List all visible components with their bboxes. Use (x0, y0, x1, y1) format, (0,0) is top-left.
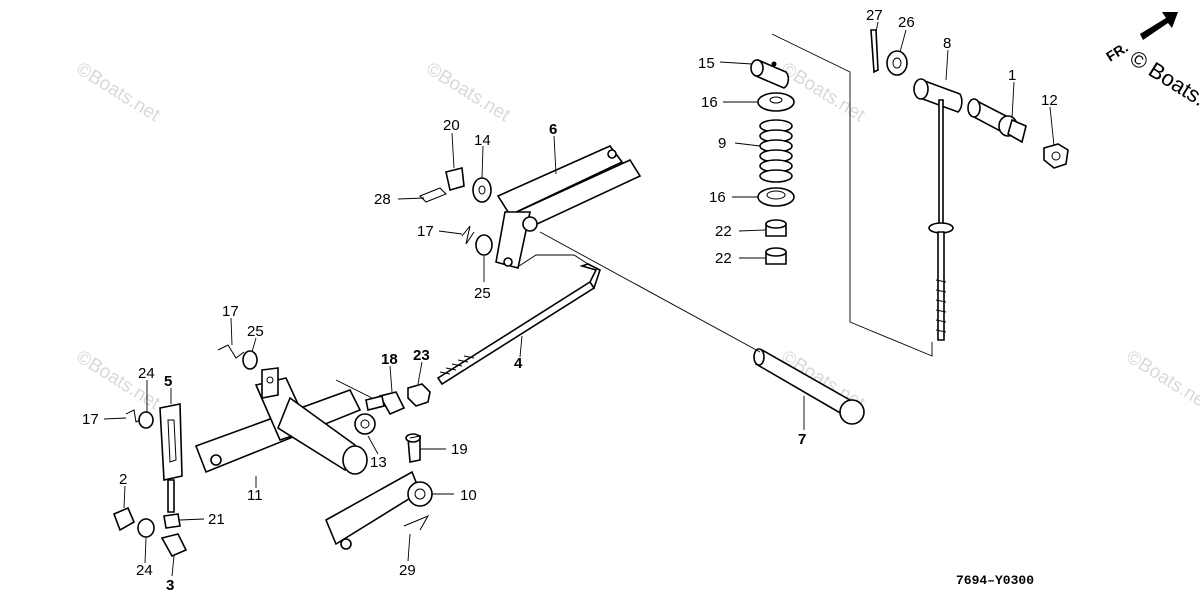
callout-5: 5 (164, 373, 172, 390)
bolt-3 (160, 533, 188, 558)
callout-13: 13 (370, 454, 387, 471)
callout-labels: 1 2 3 4 5 6 7 8 9 10 11 12 13 14 15 16 1… (82, 7, 1058, 594)
link-5 (159, 403, 183, 513)
callout-28: 28 (374, 191, 391, 208)
callout-8: 8 (943, 35, 951, 52)
washer-14 (472, 177, 492, 203)
callout-7: 7 (798, 431, 806, 448)
callout-4: 4 (514, 355, 523, 372)
pin-7 (753, 348, 865, 425)
callout-24: 24 (138, 365, 155, 382)
nut-22-bottom (765, 247, 787, 265)
assembly-lines (335, 33, 933, 439)
washer-25-upper (475, 234, 493, 256)
callout-12: 12 (1041, 92, 1058, 109)
spring-9 (759, 119, 793, 183)
callout-29: 29 (399, 562, 416, 579)
callout-16: 16 (709, 189, 726, 206)
callout-22: 22 (715, 223, 732, 240)
callout-11: 11 (247, 487, 263, 504)
clip-29 (403, 514, 430, 531)
watermarks: ©Boats.net ©Boats.net ©Boats.net ©Boats.… (72, 58, 1200, 414)
callout-23: 23 (413, 347, 430, 364)
callout-19: 19 (451, 441, 468, 458)
boats-logo: © Boats. (1125, 45, 1200, 111)
watermark: ©Boats.net (72, 58, 164, 126)
callout-15: 15 (698, 55, 715, 72)
callout-17: 17 (222, 303, 239, 320)
watermark: ©Boats.net (777, 58, 869, 126)
callout-25: 25 (474, 285, 491, 302)
bolt-18 (365, 391, 406, 416)
callout-9: 9 (718, 135, 726, 152)
pin-20 (445, 167, 465, 192)
clip-17-middle (217, 344, 245, 359)
shaft-1 (967, 98, 1027, 144)
callout-6: 6 (549, 121, 557, 138)
callout-10: 10 (460, 487, 477, 504)
arm-11 (194, 367, 368, 475)
nut-23 (407, 383, 431, 407)
nut-22-top (765, 219, 787, 237)
callout-18: 18 (381, 351, 398, 368)
front-indicator: FR. (1103, 39, 1131, 65)
diagram-code: 7694–Y0300 (956, 573, 1034, 588)
callout-14: 14 (474, 132, 491, 149)
callout-20: 20 (443, 117, 460, 134)
nut-21 (163, 513, 181, 529)
callout-17: 17 (82, 411, 99, 428)
pin-15 (750, 58, 790, 89)
callout-22: 22 (715, 250, 732, 267)
callout-1: 1 (1008, 67, 1016, 84)
callout-3: 3 (166, 577, 174, 594)
callout-25: 25 (247, 323, 264, 340)
callout-17: 17 (417, 223, 434, 240)
callout-27: 27 (866, 7, 883, 24)
clip-28 (419, 187, 447, 203)
cotter-pin-27 (870, 29, 879, 74)
callout-21: 21 (208, 511, 225, 528)
pin-19 (405, 433, 421, 463)
watermark: ©Boats.net (422, 58, 514, 126)
arm-10 (324, 470, 433, 550)
clip-17-upper (461, 225, 475, 245)
bracket-6 (495, 145, 642, 269)
callout-26: 26 (898, 14, 915, 31)
collar-13 (354, 413, 376, 435)
callout-16: 16 (701, 94, 718, 111)
leader-lines (103, 21, 1055, 577)
rod-8 (913, 78, 963, 341)
washer-24-upper (138, 411, 154, 429)
washer-26 (886, 50, 908, 76)
washer-16-top (757, 92, 795, 112)
watermark: ©Boats.net (1122, 346, 1200, 414)
nut-12 (1043, 143, 1069, 169)
washer-24-lower (137, 518, 155, 538)
washer-25-lower (242, 350, 258, 370)
callout-2: 2 (119, 471, 127, 488)
callout-24: 24 (136, 562, 153, 579)
cap-2 (112, 506, 136, 532)
